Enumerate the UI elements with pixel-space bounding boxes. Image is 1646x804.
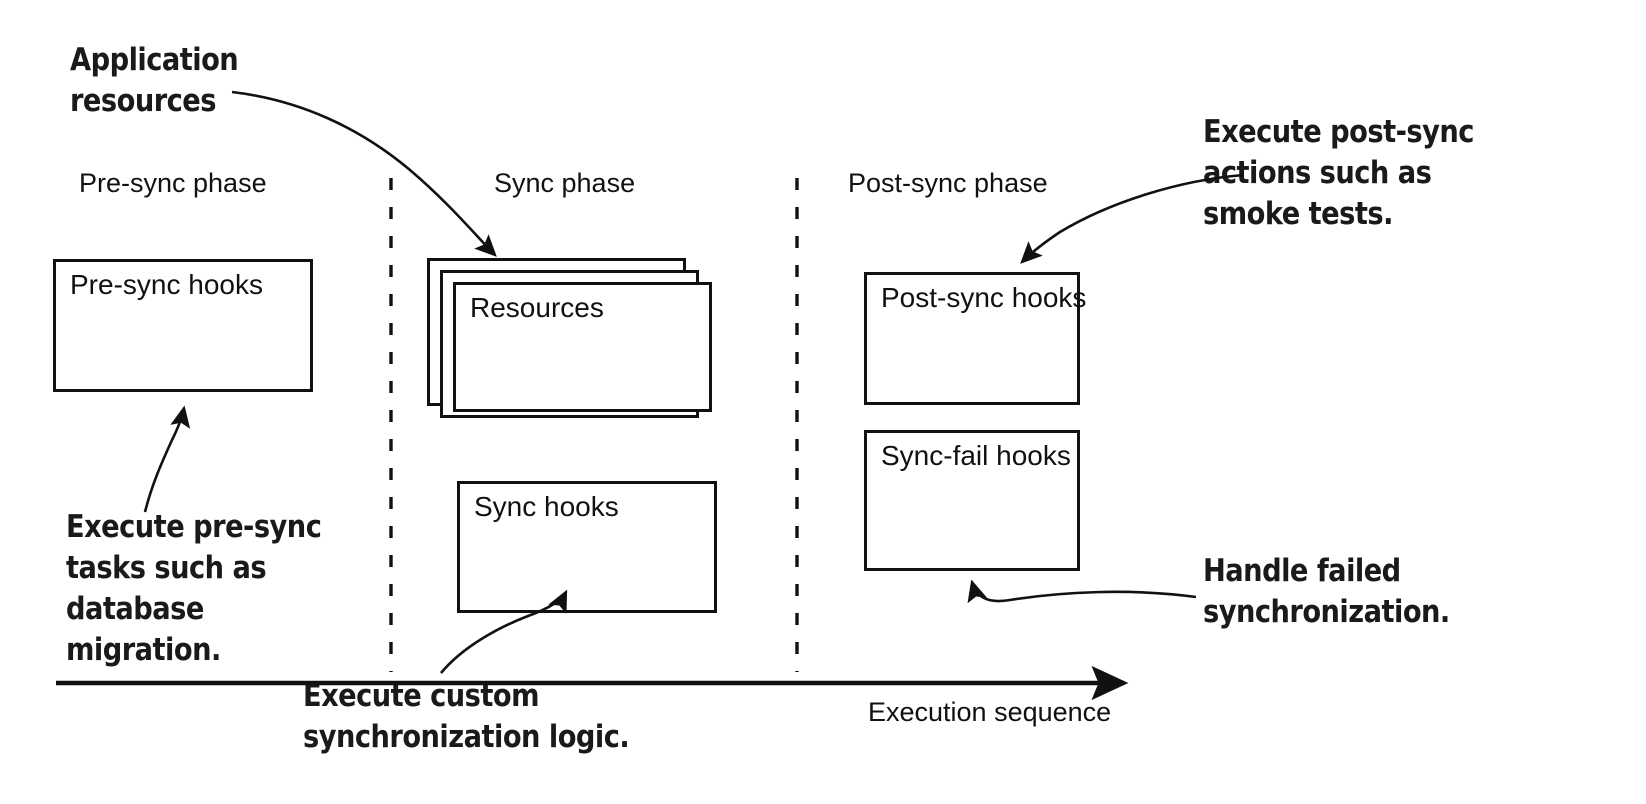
phase-label-sync: Sync phase [494,168,636,198]
callout-application-resources: Application resources [70,42,239,119]
callout-handle-failed-sync: Handle failed synchronization. [1203,553,1450,630]
box-label-sync-hooks: Sync hooks [474,491,619,522]
box-sync-hooks: Sync hooks [457,481,717,613]
axis-label-execution-sequence: Execution sequence [868,697,1112,727]
box-pre-sync-hooks: Pre-sync hooks [53,259,313,392]
phase-label-post-sync: Post-sync phase [848,168,1048,198]
box-sync-fail-hooks: Sync-fail hooks [864,430,1080,571]
callout-pre-sync-tasks: Execute pre-sync tasks such as database … [66,509,322,668]
box-resources-layer-front: Resources [453,282,712,412]
box-post-sync-hooks: Post-sync hooks [864,272,1086,405]
box-label-resources: Resources [470,292,604,323]
box-label-post-sync-hooks: Post-sync hooks [881,282,1087,313]
box-label-pre-sync-hooks: Pre-sync hooks [70,269,263,300]
box-label-sync-fail-hooks: Sync-fail hooks [881,440,1071,471]
